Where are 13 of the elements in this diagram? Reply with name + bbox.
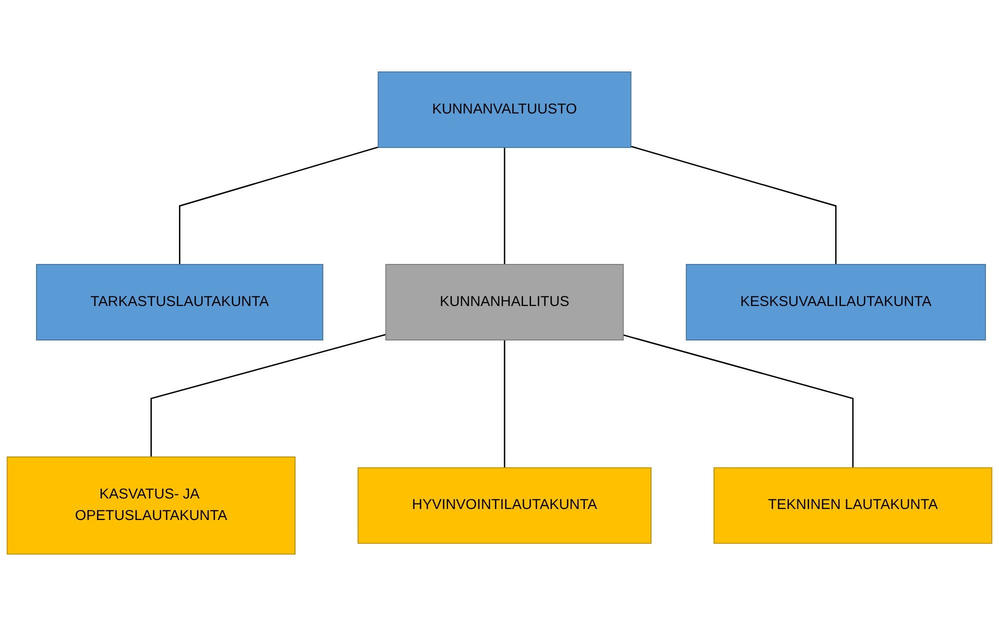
connector bbox=[150, 334, 386, 457]
node-box: TEKNINEN LAUTAKUNTA bbox=[714, 467, 992, 544]
node-box: KESKSUVAALILAUTAKUNTA bbox=[686, 264, 986, 340]
connector bbox=[623, 334, 854, 468]
node-box: KUNNANHALLITUS bbox=[385, 264, 624, 340]
connector bbox=[504, 340, 506, 468]
node-box: KUNNANVALTUUSTO bbox=[378, 71, 632, 148]
connector bbox=[178, 146, 378, 264]
connector bbox=[630, 146, 837, 264]
node-box: KASVATUS- JA OPETUSLAUTAKUNTA bbox=[6, 456, 296, 555]
node-box: TARKASTUSLAUTAKUNTA bbox=[36, 264, 324, 340]
node-box: HYVINVOINTILAUTAKUNTA bbox=[358, 467, 652, 544]
connector bbox=[504, 147, 506, 264]
